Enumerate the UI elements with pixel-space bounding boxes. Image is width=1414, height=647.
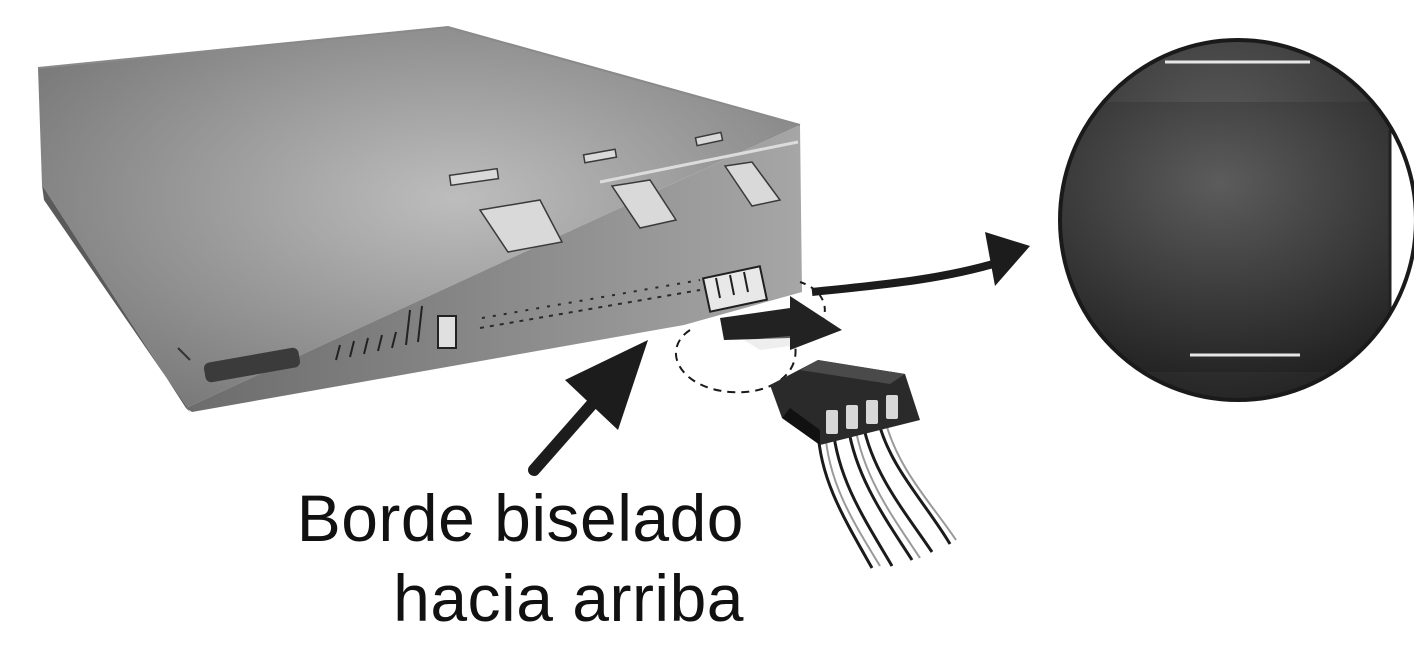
- insert-arrow-icon: [720, 296, 842, 350]
- rear-panel-details: [448, 131, 782, 253]
- ide-connector: [479, 279, 701, 329]
- curved-arrow-icon: [811, 232, 1030, 296]
- pointer-arrow-icon: [528, 340, 648, 476]
- power-connector-icon: [770, 360, 957, 569]
- bevel-caption: Borde biselado hacia arriba: [297, 478, 744, 638]
- connector-detail-zoom: [1058, 38, 1414, 402]
- optical-drive: [37, 25, 802, 412]
- detail-circle-dashed: [674, 329, 797, 394]
- jumper-pins: [335, 305, 457, 361]
- caption-line-2: hacia arriba: [393, 561, 744, 635]
- power-socket: [701, 265, 769, 313]
- caption-line-1: Borde biselado: [296, 481, 744, 555]
- drive-top-face: [38, 27, 800, 408]
- audio-connector: [203, 347, 301, 383]
